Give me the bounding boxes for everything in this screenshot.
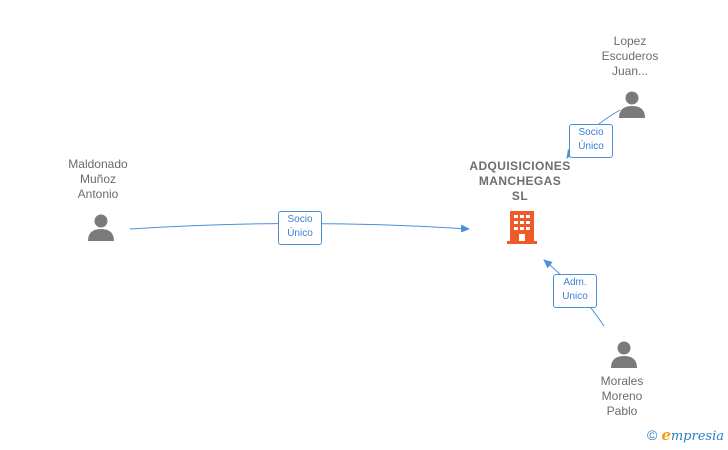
building-icon[interactable] — [506, 210, 538, 244]
person-name-maldonado: Maldonado Muñoz Antonio — [68, 157, 128, 201]
company-name: ADQUISICIONES MANCHEGAS SL — [469, 159, 571, 203]
edge-label-lopez-company[interactable]: Socio Único — [569, 124, 613, 158]
person-name-lopez: Lopez Escuderos Juan... — [601, 34, 659, 78]
person-name-morales: Morales Moreno Pablo — [600, 374, 644, 418]
brand-initial: e — [661, 426, 671, 444]
person-icon[interactable] — [617, 89, 647, 119]
brand-name: mpresia — [670, 429, 724, 444]
empresia-watermark[interactable]: ©empresia — [647, 426, 724, 444]
edge-label-morales-company[interactable]: Adm. Unico — [553, 274, 597, 308]
person-icon[interactable] — [609, 339, 639, 369]
person-icon[interactable] — [86, 212, 116, 242]
copyright-symbol: © — [646, 427, 658, 443]
edge-label-maldonado-company[interactable]: Socio Único — [278, 211, 322, 245]
